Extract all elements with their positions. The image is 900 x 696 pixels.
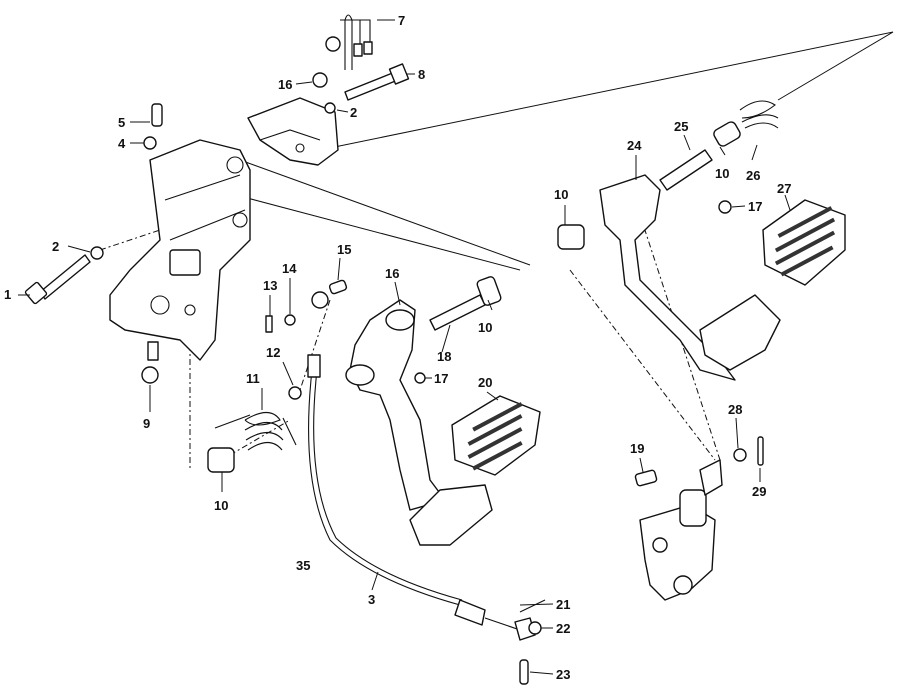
callout-4: 4 <box>118 136 126 151</box>
clutch-pedal <box>207 276 541 546</box>
callout-19: 19 <box>630 441 644 456</box>
callout-10: 10 <box>478 320 492 335</box>
callout-2: 2 <box>52 239 59 254</box>
callout-25: 25 <box>674 119 688 134</box>
callout-10: 10 <box>214 498 228 513</box>
callout-2: 2 <box>350 105 357 120</box>
callout-14: 14 <box>282 261 297 276</box>
callout-29: 29 <box>752 484 766 499</box>
callout-13: 13 <box>263 278 277 293</box>
brake-pedal <box>557 100 846 381</box>
callout-26: 26 <box>746 168 760 183</box>
callout-8: 8 <box>418 67 425 82</box>
callout-labels: 1 2 2 3 4 5 7 8 9 10 10 10 10 11 12 13 1… <box>4 13 791 682</box>
callout-17: 17 <box>748 199 762 214</box>
pedal-pad-grip-27 <box>774 206 836 277</box>
callout-12: 12 <box>266 345 280 360</box>
callout-23: 23 <box>556 667 570 682</box>
callout-21: 21 <box>556 597 570 612</box>
pedal-pad-grip-20 <box>467 402 523 471</box>
callout-16: 16 <box>278 77 292 92</box>
spring-11 <box>214 411 297 451</box>
clutch-cable-3 <box>307 354 546 685</box>
callout-3: 3 <box>368 592 375 607</box>
leader-lines <box>18 19 791 675</box>
callout-24: 24 <box>627 138 642 153</box>
callout-17: 17 <box>434 371 448 386</box>
callout-10: 10 <box>554 187 568 202</box>
master-cylinder <box>634 436 764 601</box>
callout-22: 22 <box>556 621 570 636</box>
left-bracket <box>24 103 251 384</box>
callout-28: 28 <box>728 402 742 417</box>
callout-5: 5 <box>118 115 125 130</box>
callout-11: 11 <box>246 371 260 386</box>
callout-7: 7 <box>398 13 405 28</box>
callout-20: 20 <box>478 375 492 390</box>
callout-18: 18 <box>437 349 451 364</box>
callout-10: 10 <box>715 166 729 181</box>
upper-bracket <box>247 14 410 166</box>
callout-16: 16 <box>385 266 399 281</box>
callout-27: 27 <box>777 181 791 196</box>
callout-35: 35 <box>296 558 310 573</box>
callout-1: 1 <box>4 287 11 302</box>
callout-9: 9 <box>143 416 150 431</box>
callout-15: 15 <box>337 242 351 257</box>
